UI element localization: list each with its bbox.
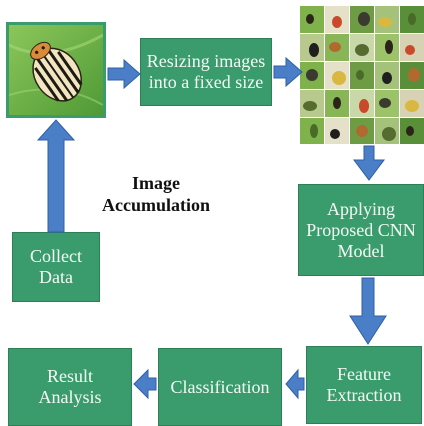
result-line2: Analysis <box>38 387 102 407</box>
arrow-left-icon <box>133 368 157 400</box>
insect-grid-frame <box>300 6 424 144</box>
bug-icon <box>385 40 393 54</box>
insect-thumbnail <box>375 6 399 33</box>
bug-icon <box>378 17 392 27</box>
collect-line1: Collect <box>30 246 82 266</box>
insect-thumbnail <box>400 118 424 144</box>
collect-data-box: Collect Data <box>12 232 100 302</box>
result-line1: Result <box>46 366 93 386</box>
beetle-photo <box>8 25 104 115</box>
insect-thumbnail <box>300 6 324 33</box>
bug-icon <box>309 43 319 57</box>
resize-line1: Resizing images <box>146 51 266 71</box>
insect-thumbnail <box>300 118 324 144</box>
cnn-line3: Model <box>337 240 385 261</box>
arrow-left-icon <box>285 368 305 400</box>
bug-icon <box>382 127 396 141</box>
feature-line2: Extraction <box>326 385 402 405</box>
bug-icon <box>356 70 364 80</box>
insect-thumbnail <box>350 90 374 117</box>
collect-line2: Data <box>39 267 73 287</box>
bug-icon <box>310 124 318 138</box>
insect-thumbnail <box>375 118 399 144</box>
bug-icon <box>332 16 342 28</box>
bug-icon <box>406 126 414 136</box>
insect-thumbnail <box>375 90 399 117</box>
insect-thumbnail <box>325 62 349 89</box>
bug-icon <box>379 98 391 108</box>
insect-thumbnail <box>325 34 349 61</box>
bug-icon <box>356 125 368 137</box>
insect-thumbnail <box>400 62 424 89</box>
beetle-icon <box>30 41 83 102</box>
insect-thumbnail <box>325 118 349 144</box>
arrow-right-icon <box>273 56 303 88</box>
arrow-down-icon <box>349 277 387 345</box>
bug-icon <box>358 12 370 26</box>
classification-box: Classification <box>158 348 282 426</box>
bug-icon <box>329 42 341 52</box>
bug-icon <box>330 129 340 139</box>
bug-icon <box>405 100 419 112</box>
insect-thumbnail <box>350 118 374 144</box>
resize-step-box: Resizing images into a fixed size <box>140 38 272 106</box>
insect-thumbnail <box>350 34 374 61</box>
insect-thumbnail <box>400 34 424 61</box>
bug-icon <box>355 44 369 56</box>
bug-icon <box>306 14 314 24</box>
arrow-down-icon <box>353 145 385 181</box>
insect-thumbnail <box>325 6 349 33</box>
feature-extraction-box: Feature Extraction <box>306 346 422 424</box>
bug-icon <box>408 13 416 25</box>
insect-thumbnail <box>375 34 399 61</box>
beetle-photo-frame <box>6 22 106 118</box>
bug-icon <box>359 99 369 113</box>
insect-thumbnail <box>375 62 399 89</box>
insect-thumbnail <box>300 62 324 89</box>
insect-thumbnail <box>350 6 374 33</box>
arrow-up-icon <box>36 119 76 233</box>
feature-line1: Feature <box>337 364 391 384</box>
resize-line2: into a fixed size <box>148 72 264 92</box>
heading-line1: Image <box>132 173 180 193</box>
arrow-right-icon <box>107 58 141 90</box>
bug-icon <box>333 97 341 109</box>
insect-thumbnail <box>400 6 424 33</box>
classification-line1: Classification <box>170 376 270 397</box>
image-accumulation-heading: Image Accumulation <box>96 172 216 216</box>
bug-icon <box>303 101 317 111</box>
insect-thumbnail <box>300 34 324 61</box>
insect-thumbnail <box>400 90 424 117</box>
insect-thumbnail <box>350 62 374 89</box>
cnn-line1: Applying <box>326 198 395 219</box>
insect-thumbnail <box>300 90 324 117</box>
bug-icon <box>332 71 346 85</box>
bug-icon <box>408 68 420 82</box>
bug-icon <box>405 45 415 55</box>
insect-thumbnail <box>325 90 349 117</box>
cnn-line2: Proposed CNN <box>306 219 416 240</box>
heading-line2: Accumulation <box>102 195 210 215</box>
cnn-model-box: Applying Proposed CNN Model <box>298 184 424 276</box>
bug-icon <box>382 72 392 84</box>
bug-icon <box>306 69 318 81</box>
